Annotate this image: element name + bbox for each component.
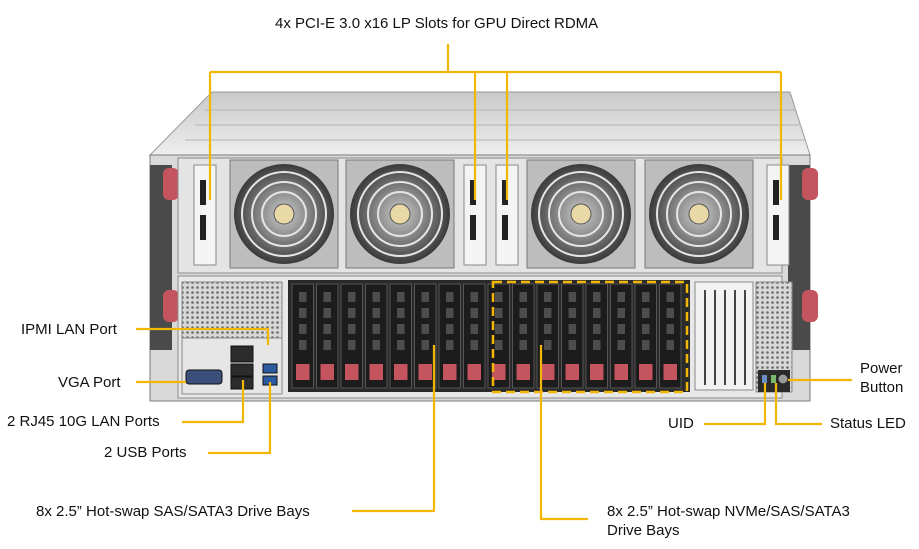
leader-nvme [539,345,588,521]
fan [345,159,455,269]
drive-bay[interactable] [512,283,535,389]
chassis-top [148,91,811,156]
drive-bay[interactable] [634,283,657,389]
drive-bay[interactable] [536,283,559,389]
drive-bay[interactable] [438,283,461,389]
drive-bay[interactable] [365,283,388,389]
status-led [771,375,776,383]
status-led-label: Status LED [830,415,906,432]
drive-bay[interactable] [610,283,633,389]
rj45-port[interactable] [230,363,254,377]
drive-bay[interactable] [340,283,363,389]
usb-ports-label: 2 USB Ports [104,444,187,461]
sas-drive-bays-label: 8x 2.5” Hot-swap SAS/SATA3 Drive Bays [36,503,310,520]
leader-status-led [774,383,822,426]
drive-bay[interactable] [316,283,339,389]
leader-ipmi [136,327,270,345]
power-button-label-line2: Button [860,379,904,396]
power-button[interactable] [777,373,789,385]
leader-pcie [208,44,783,200]
vga-port[interactable] [185,369,223,385]
uid-label: UID [668,415,694,432]
nvme-drive-bays-label-line1: 8x 2.5” Hot-swap NVMe/SAS/SATA3 [607,503,850,520]
nvme-bays-highlight [491,280,689,394]
fan [229,159,339,269]
pcie-slots-label: 4x PCI-E 3.0 x16 LP Slots for GPU Direct… [275,15,599,32]
power-button-label-line1: Power [860,360,903,377]
ipmi-port[interactable] [230,345,254,363]
left-handle-top[interactable] [163,168,179,200]
leader-uid [704,383,767,426]
ipmi-lan-port-label: IPMI LAN Port [21,321,117,338]
drive-bay[interactable] [463,283,486,389]
drive-bay[interactable] [389,283,412,389]
right-handle-top[interactable] [802,168,818,200]
leader-rj45 [182,380,245,424]
fan [644,159,754,269]
left-handle-bottom[interactable] [163,290,179,322]
drive-bay[interactable] [585,283,608,389]
fan [526,159,636,269]
uid-button[interactable] [762,375,767,383]
pcie-slot [766,164,790,266]
leader-usb [208,382,272,455]
nvme-drive-bays-label-line2: Drive Bays [607,522,680,539]
drive-bay[interactable] [291,283,314,389]
right-handle-bottom[interactable] [802,290,818,322]
pcie-slot [193,164,217,266]
rj45-lan-ports-label: 2 RJ45 10G LAN Ports [7,413,160,430]
vga-port-label: VGA Port [58,374,121,391]
usb-port[interactable] [262,363,278,374]
drive-bay[interactable] [414,283,437,389]
drive-bay[interactable] [561,283,584,389]
drive-bay[interactable] [487,283,510,389]
leader-lines [136,44,852,521]
drive-bay[interactable] [659,283,682,389]
leader-sas [352,345,436,513]
